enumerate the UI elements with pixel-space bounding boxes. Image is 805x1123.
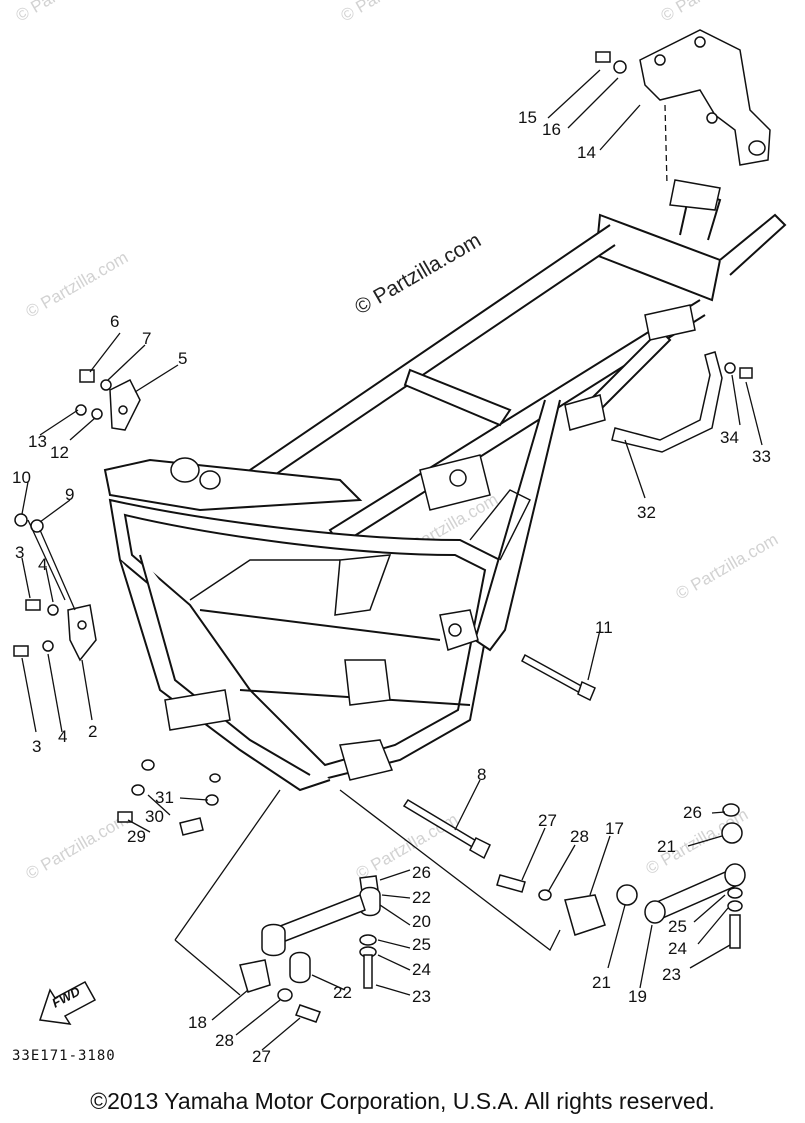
callout-28-right: 28 (570, 827, 589, 846)
watermark: © Partzilla.com (13, 0, 122, 25)
callout-34: 34 (720, 428, 739, 447)
top-bracket (595, 29, 771, 211)
callout-25-right: 25 (668, 917, 687, 936)
callout-27-right: 27 (538, 811, 557, 830)
callout-8: 8 (477, 765, 486, 784)
callout-21-right: 21 (657, 837, 676, 856)
callout-20: 20 (412, 912, 431, 931)
callout-23-right: 23 (662, 965, 681, 984)
watermark: © Partzilla.com (23, 248, 132, 322)
callout-13: 13 (28, 432, 47, 451)
callout-14: 14 (577, 143, 596, 162)
engine-mount-left (174, 789, 561, 1023)
copyright-notice: ©2013 Yamaha Motor Corporation, U.S.A. A… (90, 1088, 715, 1114)
callout-11: 11 (595, 618, 613, 637)
main-frame (103, 188, 787, 792)
callout-21-left: 21 (592, 973, 611, 992)
main-watermark: © Partzilla.com (351, 229, 485, 320)
callout-4b: 4 (58, 727, 67, 746)
callout-5: 5 (178, 349, 187, 368)
callout-24-left: 24 (412, 960, 431, 979)
watermark: © Partzilla.com (23, 810, 132, 884)
callout-19: 19 (628, 987, 647, 1006)
callout-27-left: 27 (252, 1047, 271, 1066)
callout-3a: 3 (15, 543, 24, 562)
callout-4a: 4 (38, 555, 47, 574)
callout-10: 10 (12, 468, 31, 487)
watermark: © Partzilla.com (338, 0, 447, 25)
callout-17: 17 (605, 819, 624, 838)
callout-18: 18 (188, 1013, 207, 1032)
callout-26-right: 26 (683, 803, 702, 822)
fwd-arrow: FWD (39, 980, 97, 1025)
callout-7: 7 (142, 329, 151, 348)
engine-mount-right (496, 803, 746, 949)
callout-labels: 15 16 14 6 7 5 13 12 10 9 3 4 3 4 2 34 3… (12, 108, 771, 1066)
watermark: © Partzilla.com (658, 0, 767, 25)
callout-9: 9 (65, 485, 74, 504)
callout-26-left: 26 (412, 863, 431, 882)
callout-28-left: 28 (215, 1031, 234, 1050)
callout-24-right: 24 (668, 939, 687, 958)
callout-15: 15 (518, 108, 537, 127)
callout-29: 29 (127, 827, 146, 846)
watermark: © Partzilla.com (673, 530, 782, 604)
callout-16: 16 (542, 120, 561, 139)
callout-23-left: 23 (412, 987, 431, 1006)
long-bolts (402, 653, 596, 860)
callout-32: 32 (637, 503, 656, 522)
drawing-code: 33E171-3180 (12, 1048, 116, 1064)
callout-33: 33 (752, 447, 771, 466)
callout-12: 12 (50, 443, 69, 462)
callout-22-left-top: 22 (412, 888, 431, 907)
callout-31: 31 (155, 788, 174, 807)
callout-3b: 3 (32, 737, 41, 756)
callout-2: 2 (88, 722, 97, 741)
watermark: © Partzilla.com (353, 810, 462, 884)
callout-25-left: 25 (412, 935, 431, 954)
small-fasteners (117, 759, 221, 836)
callout-22-left-bottom: 22 (333, 983, 352, 1002)
callout-6: 6 (110, 312, 119, 331)
leader-lines (21, 69, 763, 1051)
left-mount-parts (13, 369, 141, 662)
rear-hose (611, 351, 753, 453)
callout-30: 30 (145, 807, 164, 826)
